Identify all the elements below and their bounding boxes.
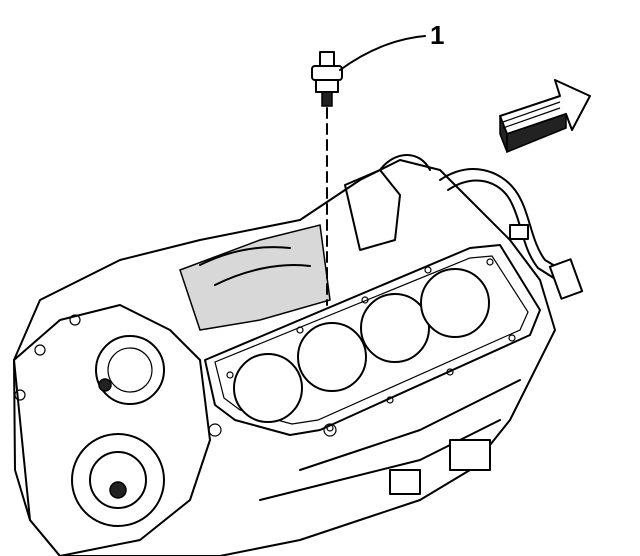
lower-block-details [208, 379, 521, 501]
callout-1: 1 [339, 20, 444, 71]
sensor-plug [311, 51, 343, 306]
engine-block [13, 154, 584, 556]
head-gasket [204, 244, 541, 436]
direction-arrow-icon [499, 79, 591, 154]
callout-number: 1 [430, 20, 444, 50]
